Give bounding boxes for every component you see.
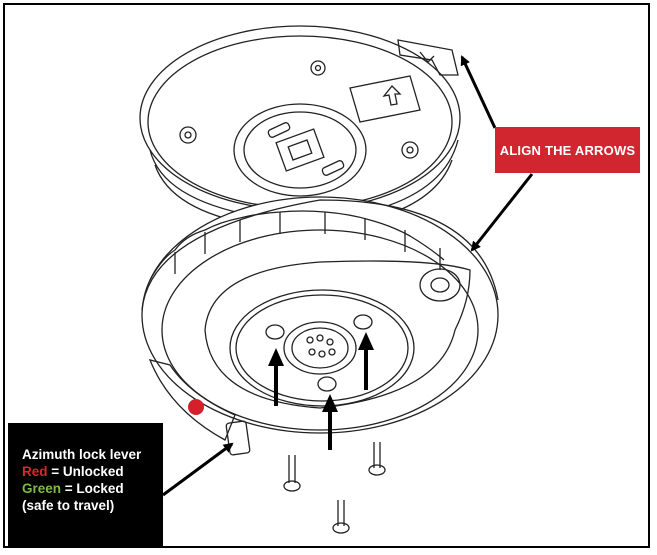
lock-indicator-dot [188, 399, 204, 415]
legend-red-rest: = Unlocked [47, 464, 124, 479]
legend-green-line: Green = Locked [22, 480, 163, 497]
legend-note: (safe to travel) [22, 498, 115, 513]
legend-red-line: Red = Unlocked [22, 463, 163, 480]
align-callout-box [495, 127, 640, 173]
legend-callout-line [162, 442, 234, 497]
legend-red-word: Red [22, 464, 48, 479]
azimuth-legend: Azimuth lock lever Red = Unlocked Green … [8, 423, 163, 548]
legend-title: Azimuth lock lever [22, 447, 142, 462]
align-arrows-label: ALIGN THE ARROWS [499, 142, 636, 158]
legend-green-rest: = Locked [61, 481, 124, 496]
mount-top-plate-icon [139, 25, 461, 231]
figure-border [3, 3, 650, 548]
arrow-pointer-icon [268, 332, 374, 450]
mount-base-plate-icon [141, 196, 499, 534]
align-callout-lines [460, 55, 534, 252]
legend-green-word: Green [22, 481, 62, 496]
